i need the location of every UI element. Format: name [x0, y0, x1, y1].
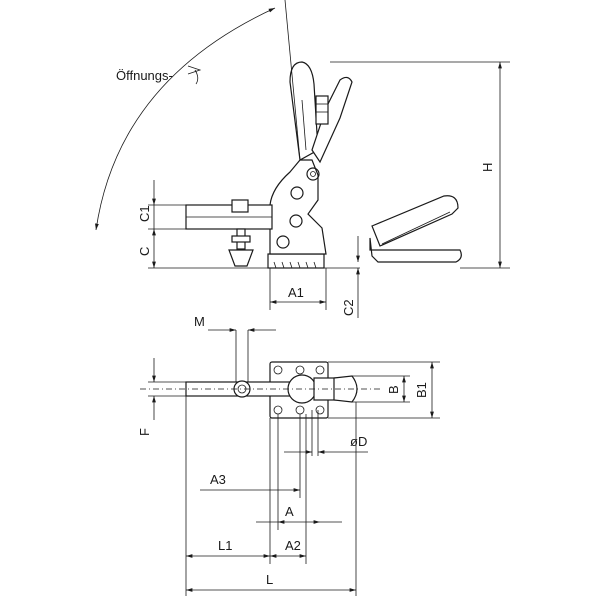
- pivot-pin: [306, 167, 320, 181]
- pivot-pin: [289, 214, 303, 228]
- base-plate-hatch: [273, 261, 317, 269]
- mount-hole: [295, 365, 305, 375]
- open-position-handle: [371, 195, 459, 247]
- dim-C2-label: C2: [341, 299, 356, 316]
- dim-M-label: M: [194, 314, 205, 329]
- plan-view: M F B B1 øD A3: [137, 314, 440, 596]
- mount-hole: [273, 365, 283, 375]
- dim-A-label: A: [285, 504, 294, 519]
- side-view: Öffnungs- H C1 C A1 C2: [95, 0, 510, 318]
- spindle-nut: [231, 199, 249, 213]
- dim-C-label: C: [137, 247, 152, 256]
- lock-block: [315, 95, 329, 125]
- dim-A3-label: A3: [210, 472, 226, 487]
- open-position-bar: [369, 237, 462, 263]
- angle-symbol: [187, 65, 202, 85]
- pressure-foot: [228, 249, 254, 267]
- opening-angle-label: Öffnungs-: [116, 68, 173, 83]
- release-lever: [311, 76, 353, 164]
- opening-angle-arc: [95, 7, 276, 231]
- dim-F-label: F: [137, 428, 152, 436]
- dim-D-label: øD: [350, 434, 367, 449]
- dim-A2-label: A2: [285, 538, 301, 553]
- dim-L-label: L: [266, 572, 273, 587]
- dim-H-label: H: [480, 163, 495, 172]
- pivot-pin: [290, 186, 304, 200]
- dim-L1-label: L1: [218, 538, 232, 553]
- handle: [289, 61, 319, 161]
- pivot-pin: [276, 235, 290, 249]
- mount-hole: [315, 405, 325, 415]
- mount-hole: [315, 365, 325, 375]
- dim-A1-label: A1: [288, 285, 304, 300]
- dim-B1-label: B1: [414, 382, 429, 398]
- dim-C1-label: C1: [137, 205, 152, 222]
- dim-B-label: B: [386, 385, 401, 394]
- clamp-body: [269, 159, 327, 255]
